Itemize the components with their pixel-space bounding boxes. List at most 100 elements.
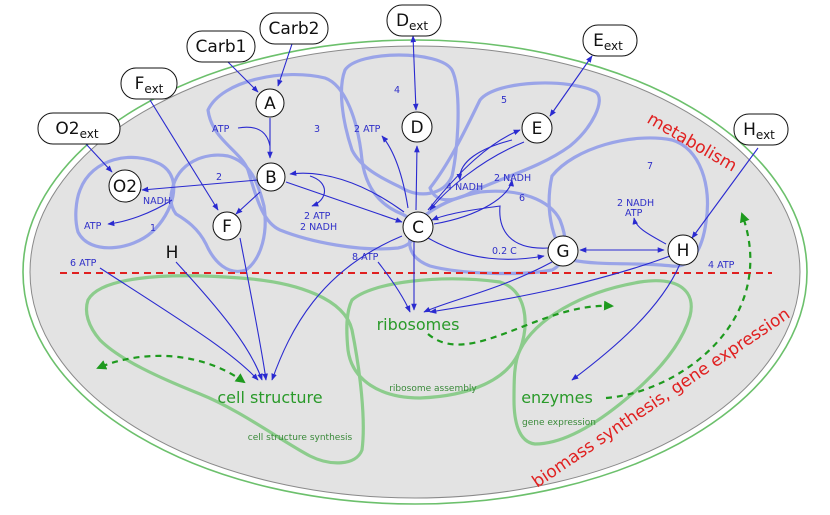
pathway-number-5: 5 — [501, 95, 507, 106]
external-e-subscript: ext — [604, 39, 623, 53]
c-to-g — [427, 237, 545, 260]
node-c-label: C — [412, 218, 424, 238]
pathway-2-region — [169, 153, 267, 273]
node-d: D — [401, 111, 433, 143]
c-to-b — [289, 170, 405, 213]
fext-to-f — [149, 99, 219, 211]
label-2atp-b: 2 ATP — [304, 211, 331, 222]
pathway-number-6: 6 — [519, 193, 525, 204]
h-atp-side — [632, 217, 667, 245]
metabolite-nodes: A B C D E F G H — [108, 88, 699, 267]
gene-expression-label: gene expression — [522, 418, 596, 428]
pathway-number-3: 3 — [314, 124, 320, 135]
external-o2-label: O2 — [55, 119, 79, 139]
node-o2: O2 — [108, 169, 142, 203]
h-to-cell-structure — [175, 261, 263, 381]
e-nadh-side — [456, 139, 513, 181]
h-to-ribosomes — [429, 255, 671, 314]
g-to-ribosomes — [423, 261, 553, 313]
cell-structure-label: cell structure — [217, 388, 322, 407]
ribosome-assembly-region — [345, 277, 527, 400]
label-2nadh-b: 2 NADH — [300, 222, 337, 233]
node-c: C — [402, 211, 434, 243]
feedback-enzymes-metabolism — [605, 212, 752, 400]
feedback-cell-structure — [96, 354, 246, 384]
g-to-c — [431, 205, 549, 249]
pathway-number-1: 1 — [150, 223, 156, 234]
node-d-label: D — [410, 118, 423, 138]
external-d-label: D — [396, 11, 409, 31]
external-nodes: Carb1 Carb2 Fext Dext Eext H — [37, 4, 789, 146]
label-atp-h: ATP — [625, 208, 643, 219]
node-f-label: F — [222, 217, 232, 237]
carb2-to-a — [277, 43, 293, 87]
svg-text:Hext: Hext — [743, 120, 775, 142]
label-4atp: 4 ATP — [708, 260, 735, 271]
node-a: A — [255, 88, 285, 118]
enzymes-label: enzymes — [521, 388, 593, 407]
node-f: F — [212, 211, 242, 241]
c-to-atp2 — [381, 135, 409, 209]
feedback-arrows — [96, 212, 752, 400]
dext-d — [410, 35, 419, 111]
reaction-labels: NADH ATP ATP 2 ATP 2 NADH 2 ATP 4 NADH 2… — [70, 124, 735, 271]
ribosome-assembly-label: ribosome assembly — [389, 384, 477, 394]
carb1-to-a — [227, 61, 259, 93]
atp8-to-ribosomes — [377, 261, 411, 313]
feedback-ribosomes-enzymes — [427, 300, 614, 346]
atp6-to-cell-structure — [99, 267, 259, 381]
external-f-label: F — [135, 74, 145, 94]
label-2nadh-h: 2 NADH — [617, 198, 654, 209]
pathway-4-region — [339, 53, 460, 196]
label-atp-a: ATP — [212, 124, 230, 135]
e-to-c — [429, 141, 525, 211]
external-d: Dext — [386, 4, 442, 37]
pathway-number-2: 2 — [216, 172, 222, 183]
node-o2-label: O2 — [113, 177, 137, 197]
reaction-arrows — [85, 35, 759, 381]
external-h: Hext — [733, 113, 789, 146]
c-nadh-g — [433, 179, 514, 225]
f-to-cell-structure — [239, 237, 268, 381]
node-a-label: A — [264, 94, 276, 114]
node-g: G — [547, 235, 579, 267]
svg-text:Dext: Dext — [396, 11, 428, 33]
external-o2: O2ext — [37, 112, 121, 145]
pathway-number-4: 4 — [394, 85, 400, 96]
gene-expression-region — [512, 279, 693, 446]
node-b: B — [256, 162, 286, 192]
c-to-cell-structure — [271, 235, 403, 381]
b-nadh-side — [309, 175, 326, 207]
label-8atp: 8 ATP — [352, 252, 379, 263]
svg-text:Eext: Eext — [593, 31, 623, 53]
eext-e — [549, 55, 593, 117]
o2ext-to-o2 — [85, 143, 113, 173]
pathway-number-7: 7 — [647, 161, 653, 172]
external-f: Fext — [120, 67, 178, 100]
b-to-f — [235, 191, 261, 215]
pathway-5-region — [428, 81, 601, 202]
b-to-c — [285, 181, 403, 223]
c-to-d — [414, 145, 420, 211]
h-to-enzymes — [571, 263, 681, 381]
node-e: E — [521, 112, 553, 144]
external-h-label: H — [743, 120, 756, 140]
node-h: H — [667, 234, 699, 266]
external-h-subscript: ext — [756, 128, 775, 142]
label-2nadh-c: 2 NADH — [494, 173, 531, 184]
label-atp-1: ATP — [84, 221, 102, 232]
cell-structure-synthesis-label: cell structure synthesis — [248, 433, 353, 443]
label-0.2c: 0.2 C — [492, 246, 517, 257]
external-o2-subscript: ext — [80, 127, 99, 141]
svg-text:O2ext: O2ext — [55, 119, 98, 141]
node-g-label: G — [556, 242, 569, 262]
label-4nadh-c: 4 NADH — [446, 182, 483, 193]
ribosomes-label: ribosomes — [377, 315, 460, 334]
atp-to-ab — [237, 126, 271, 147]
node-h-label: H — [677, 241, 690, 261]
node-b-label: B — [265, 168, 277, 188]
external-e-label: E — [593, 31, 604, 51]
o2-nadh-to-atp — [107, 199, 173, 227]
external-carb2: Carb2 — [259, 12, 329, 45]
